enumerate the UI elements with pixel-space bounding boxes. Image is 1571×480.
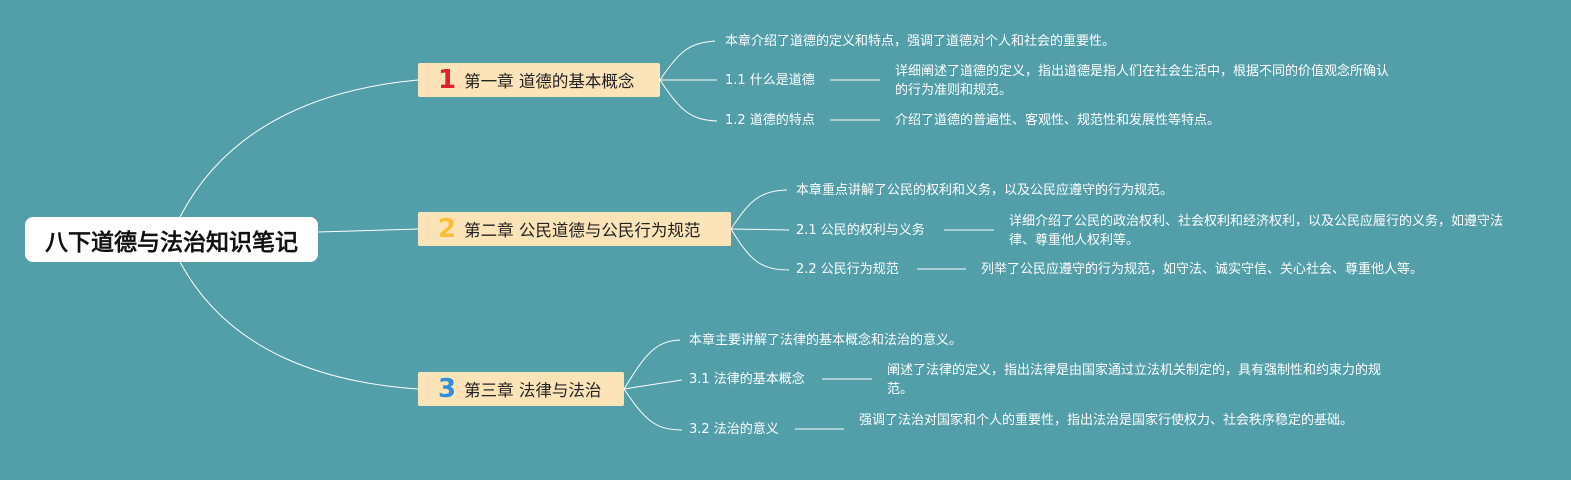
chapter-1-node[interactable]: 1 第一章 道德的基本概念 [418, 63, 660, 97]
chapter-number: 2 [438, 214, 457, 244]
chapter-title: 第二章 公民道德与公民行为规范 [464, 221, 701, 240]
chapter-3-node[interactable]: 3 第三章 法律与法治 [418, 372, 624, 406]
link-root-ch1 [179, 79, 419, 218]
chapter-1-summary: 本章介绍了道德的定义和特点，强调了道德对个人和社会的重要性。 [725, 34, 1116, 49]
link-ch2-summary [730, 189, 788, 230]
link-ch3-s1 [623, 379, 683, 390]
link-ch2-s1 [730, 228, 790, 231]
section-3-1-desc: 阐述了法律的定义，指出法律是由国家通过立法机关制定的，具有强制性和约束力的规范。 [887, 363, 1382, 397]
section-1-1-desc: 详细阐述了道德的定义，指出道德是指人们在社会生活中，根据不同的价值观念所确认的行… [895, 64, 1390, 98]
section-1-2-desc: 介绍了道德的普遍性、客观性、规范性和发展性等特点。 [895, 113, 1221, 128]
section-1-1-label: 1.1 什么是道德 [725, 73, 815, 88]
section-3-2-desc: 强调了法治对国家和个人的重要性，指出法治是国家行使权力、社会秩序稳定的基础。 [859, 413, 1354, 428]
section-1-2-label: 1.2 道德的特点 [725, 113, 815, 128]
section-2-2-label: 2.2 公民行为规范 [796, 262, 899, 277]
link-ch2-s2 [730, 228, 790, 271]
section-3-1-label: 3.1 法律的基本概念 [689, 372, 805, 387]
link-ch3-summary [623, 339, 681, 390]
chapter-number: 3 [438, 374, 457, 404]
section-2-1-label: 2.1 公民的权利与义务 [796, 223, 925, 238]
chapter-title: 第一章 道德的基本概念 [464, 72, 635, 91]
section-2-1-desc: 详细介绍了公民的政治权利、社会权利和经济权利，以及公民应履行的义务，如遵守法律、… [1009, 214, 1504, 248]
chapter-2-node[interactable]: 2 第二章 公民道德与公民行为规范 [418, 212, 731, 246]
section-3-2-label: 3.2 法治的意义 [689, 422, 779, 437]
chapter-title: 第三章 法律与法治 [464, 381, 602, 400]
section-2-2-desc: 列举了公民应遵守的行为规范，如守法、诚实守信、关心社会、尊重他人等。 [981, 262, 1424, 277]
link-root-ch2 [317, 228, 419, 233]
chapter-number: 1 [438, 65, 457, 95]
root-topic[interactable]: 八下道德与法治知识笔记 [25, 217, 318, 262]
chapter-2-summary: 本章重点讲解了公民的权利和义务，以及公民应遵守的行为规范。 [796, 183, 1174, 198]
link-ch3-s2 [623, 388, 683, 431]
link-ch1-summary [659, 40, 716, 81]
link-root-ch3 [179, 261, 419, 390]
chapter-3-summary: 本章主要讲解了法律的基本概念和法治的意义。 [689, 333, 963, 348]
link-ch1-s2 [659, 79, 718, 122]
